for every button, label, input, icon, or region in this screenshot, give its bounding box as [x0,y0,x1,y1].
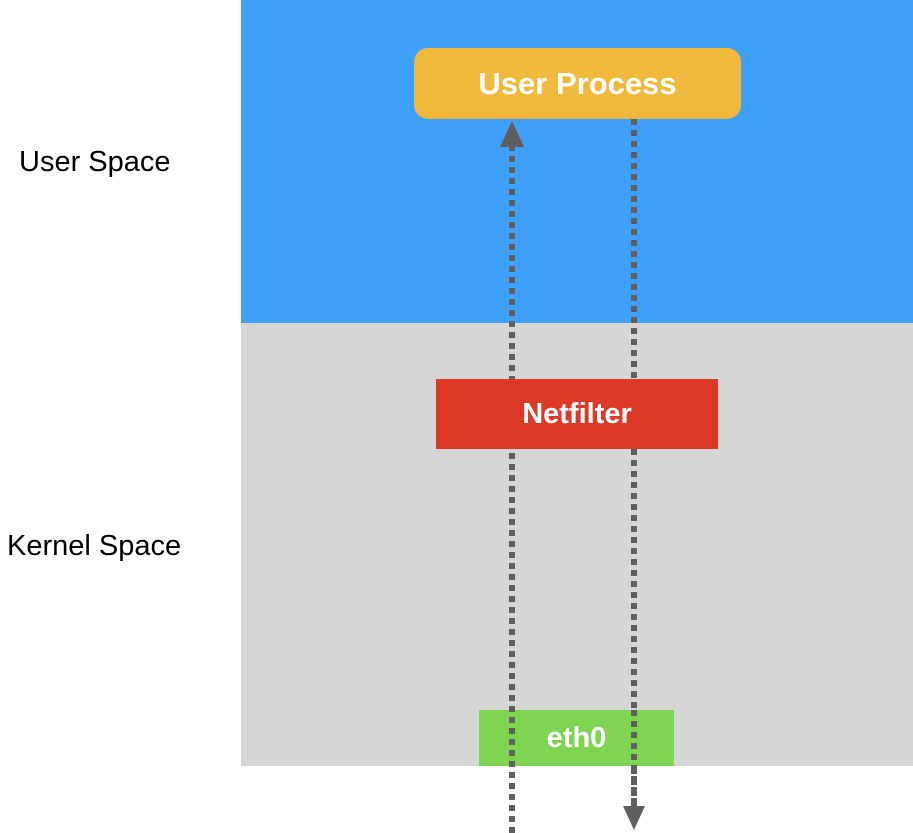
kernel-space-label: Kernel Space [7,530,182,562]
egress-arrowhead-icon [623,806,645,830]
netfilter-node: Netfilter [436,379,718,449]
netfilter-label: Netfilter [522,397,632,430]
eth0-node: eth0 [479,710,674,766]
user-process-label: User Process [478,65,677,101]
user-process-node: User Process [414,48,741,119]
eth0-label: eth0 [546,721,607,754]
user-space-label: User Space [19,146,171,178]
